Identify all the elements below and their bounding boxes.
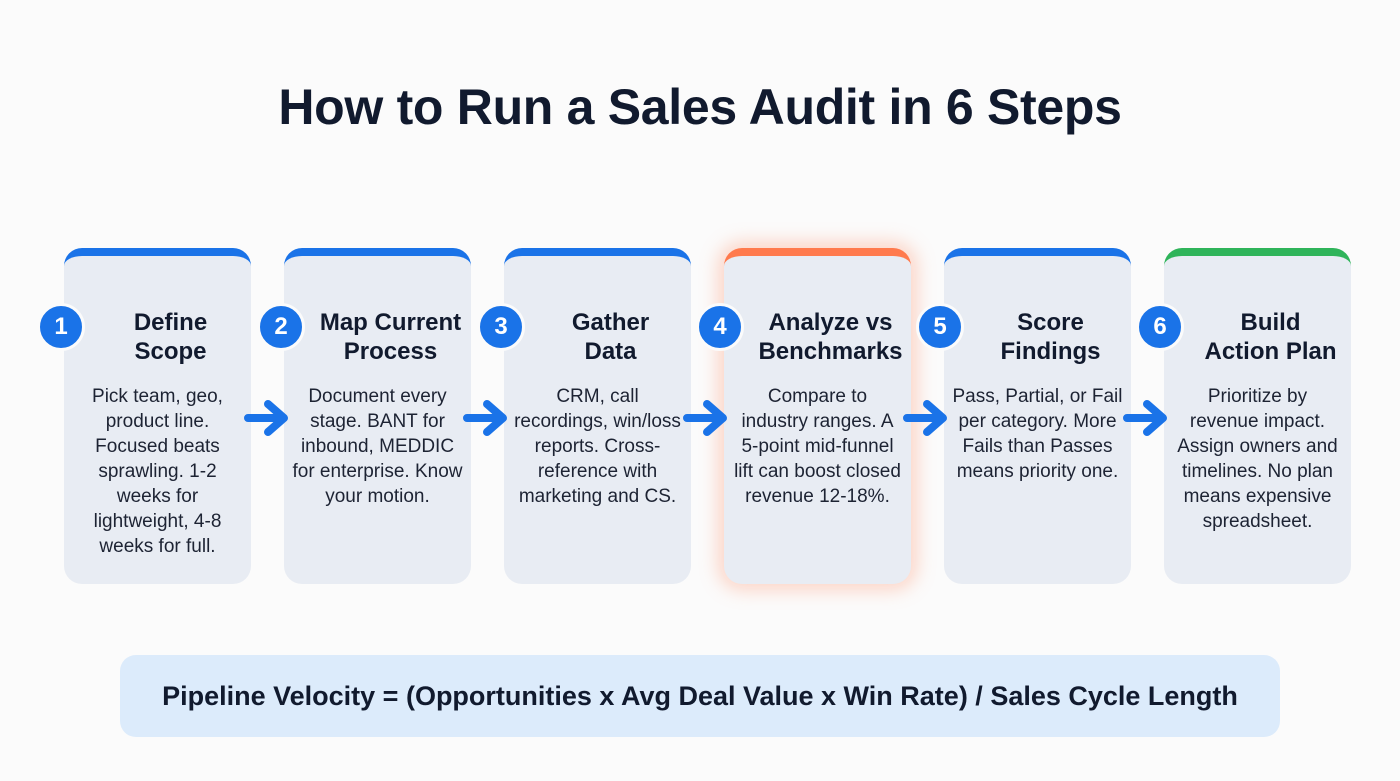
page-title: How to Run a Sales Audit in 6 Steps	[278, 79, 1122, 135]
step-number-badge: 2	[257, 303, 305, 351]
step-description: Compare to industry ranges. A 5-point mi…	[734, 386, 901, 507]
step-description: Document every stage. BANT for inbound, …	[292, 386, 463, 507]
step-number-badge: 4	[696, 303, 744, 351]
step-number-badge: 6	[1136, 303, 1184, 351]
step-description: Pass, Partial, or Fail per category. Mor…	[952, 386, 1123, 482]
arrow-right-icon	[1123, 400, 1167, 436]
arrow-right-icon	[903, 400, 947, 436]
step-description: CRM, call recordings, win/loss reports. …	[514, 386, 681, 507]
arrow-right-icon	[244, 400, 288, 436]
step-description: Pick team, geo, product line. Focused be…	[92, 386, 223, 557]
arrow-right-icon	[683, 400, 727, 436]
formula-text: Pipeline Velocity = (Opportunities x Avg…	[162, 680, 1238, 711]
step-number-badge: 5	[916, 303, 964, 351]
step-number-badge: 3	[477, 303, 525, 351]
arrow-right-icon	[463, 400, 507, 436]
step-description: Prioritize by revenue impact. Assign own…	[1177, 386, 1338, 532]
formula-box: Pipeline Velocity = (Opportunities x Avg…	[120, 655, 1280, 737]
step-number-badge: 1	[37, 303, 85, 351]
